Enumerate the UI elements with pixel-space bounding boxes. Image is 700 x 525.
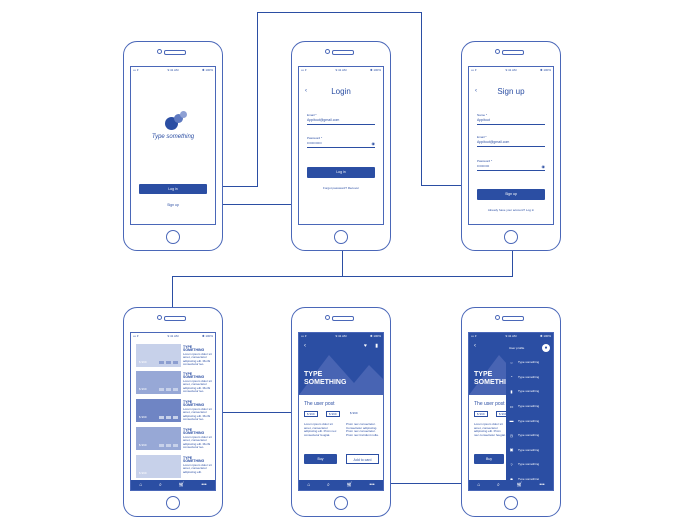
price-chip[interactable]: $ 999 — [304, 411, 318, 417]
page-title: Login — [299, 87, 383, 96]
signup-submit-button[interactable]: Sign up — [477, 189, 545, 200]
buy-button[interactable]: Buy — [474, 454, 504, 464]
card-icon: ▬ — [509, 418, 514, 423]
menu-item[interactable]: ▣Type something — [506, 443, 553, 458]
app-logo — [163, 113, 187, 131]
menu-header: User profile ● — [506, 341, 553, 355]
password-field[interactable]: •••••••••• — [477, 164, 489, 168]
signup-screen: ••• ▾9:41 AM✱ 100% ‹ Sign up Name * Appi… — [468, 66, 554, 225]
tab-bar: ⌂ ⌕ 🛒︎ ••• — [469, 480, 553, 490]
home-button — [166, 230, 180, 244]
password-field[interactable]: •••••••••••• — [307, 141, 322, 145]
post-description-left: Lorem ipsum dolor sit amet, consectetur … — [304, 423, 338, 437]
post-subtitle: The user post — [304, 401, 335, 407]
menu-item[interactable]: ◔Type something — [506, 370, 553, 385]
email-label: Email * — [307, 113, 317, 117]
home-button — [166, 496, 180, 510]
phone-signup: ••• ▾9:41 AM✱ 100% ‹ Sign up Name * Appi… — [461, 41, 561, 251]
home-button — [334, 496, 348, 510]
search-icon[interactable]: ⌕ — [497, 482, 500, 488]
login-link[interactable]: Already have your account? Log in — [469, 208, 553, 212]
search-icon[interactable]: ⌕ — [327, 482, 330, 488]
menu-item[interactable]: ▬Type something — [506, 413, 553, 428]
login-submit-button[interactable]: Log in — [307, 167, 375, 178]
email-field[interactable]: Appitout@gmail.com — [477, 140, 509, 144]
password-label: Password * — [307, 136, 322, 140]
email-field[interactable]: Appitout@gmail.com — [307, 118, 339, 122]
home-icon[interactable]: ⌂ — [477, 482, 480, 488]
post-subtitle: The user post — [474, 401, 505, 407]
cart-icon[interactable]: 🛒︎ — [346, 482, 352, 488]
login-button[interactable]: Log in — [139, 184, 207, 194]
more-icon[interactable]: ••• — [369, 482, 374, 488]
like-icon[interactable]: ♥ — [364, 343, 367, 349]
post-description-right: Proin nec consectetur. Consectetur adipi… — [346, 423, 380, 437]
phone-login: ••• ▾9:41 AM✱ 100% ‹ Login Email * Appit… — [291, 41, 391, 251]
document-icon: ▭ — [509, 404, 514, 409]
page-title: Sign up — [469, 87, 553, 96]
price-chip[interactable]: $ 999 — [326, 411, 340, 417]
menu-item[interactable]: ▭Type something — [506, 399, 553, 414]
lock-icon: ▣ — [509, 447, 514, 452]
home-button — [504, 230, 518, 244]
name-label: Name * — [477, 113, 487, 117]
home-icon[interactable]: ⌂ — [307, 482, 310, 488]
bookmark-icon: ▮ — [509, 389, 514, 394]
splash-tagline: Type something — [131, 134, 215, 140]
more-icon[interactable]: ••• — [201, 482, 206, 488]
home-icon[interactable]: ⌂ — [139, 482, 142, 488]
post-description-left: Lorem ipsum dolor sit amet, consectetur … — [474, 423, 506, 437]
menu-item[interactable]: ◷Type something — [506, 428, 553, 443]
signup-link[interactable]: Sign up — [131, 203, 215, 207]
phone-splash: ••• ▾9:41 AM✱ 100% Type something Log in… — [123, 41, 223, 251]
tab-bar: ⌂ ⌕ 🛒︎ ••• — [299, 480, 383, 490]
login-screen: ••• ▾9:41 AM✱ 100% ‹ Login Email * Appit… — [298, 66, 384, 225]
avatar-icon[interactable]: ● — [542, 344, 550, 352]
tab-bar: ⌂ ⌕ 🛒︎ ••• — [131, 480, 215, 490]
buy-button[interactable]: Buy — [304, 454, 337, 464]
name-field[interactable]: Appitout — [477, 118, 490, 122]
circle-icon: ○ — [509, 360, 514, 365]
clock-icon: ◷ — [509, 433, 514, 438]
back-icon[interactable]: ‹ — [304, 343, 306, 349]
price-chip[interactable]: $ 999 — [348, 411, 360, 415]
add-to-cart-button[interactable]: Add to card — [346, 454, 379, 464]
menu-item[interactable]: ?Type something — [506, 457, 553, 472]
splash-screen: ••• ▾9:41 AM✱ 100% Type something Log in… — [130, 66, 216, 225]
home-button — [334, 230, 348, 244]
price-chip[interactable]: $ 999 — [474, 411, 488, 417]
help-icon: ? — [509, 462, 514, 467]
home-button — [504, 496, 518, 510]
eye-icon[interactable]: ◉ — [542, 164, 546, 169]
search-icon[interactable]: ⌕ — [159, 482, 162, 488]
side-menu: User profile ● ○Type something ◔Type som… — [506, 341, 553, 480]
chat-icon: ◔ — [509, 374, 514, 379]
bookmark-icon[interactable]: ▮ — [375, 343, 378, 349]
forgot-password-link[interactable]: Forgot password? Recover — [299, 186, 383, 190]
menu-item[interactable]: ▮Type something — [506, 384, 553, 399]
back-icon[interactable]: ‹ — [474, 343, 476, 349]
password-label: Password * — [477, 159, 492, 163]
cart-icon[interactable]: 🛒︎ — [178, 482, 184, 488]
more-icon[interactable]: ••• — [539, 482, 544, 488]
menu-item[interactable]: ○Type something — [506, 355, 553, 370]
email-label: Email * — [477, 135, 487, 139]
eye-icon[interactable]: ◉ — [372, 141, 376, 146]
cart-icon[interactable]: 🛒︎ — [516, 482, 522, 488]
